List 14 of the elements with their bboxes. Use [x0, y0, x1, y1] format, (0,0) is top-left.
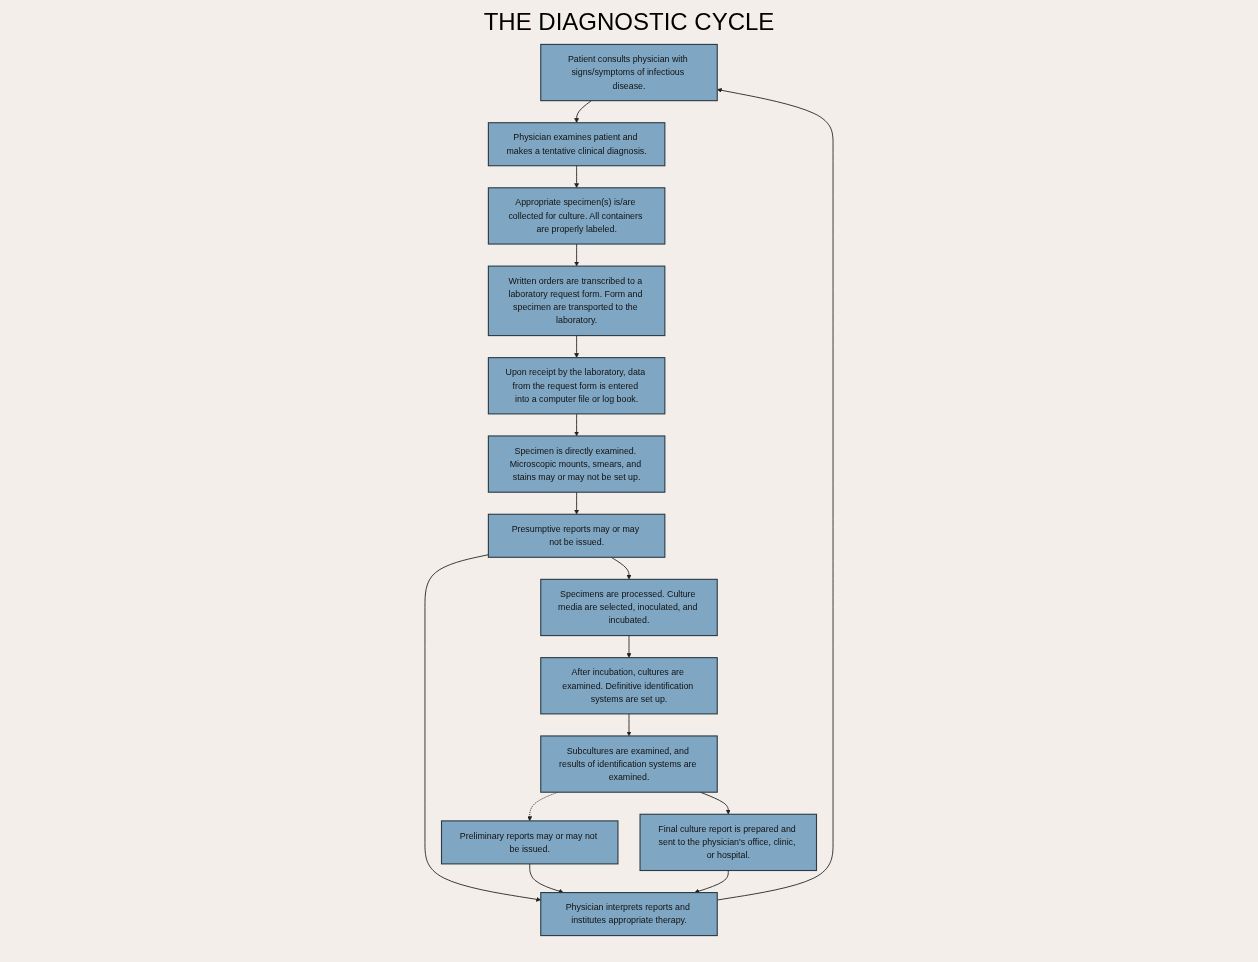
node-box: Specimens are processed. Culture media are selected, inoculated, and incubated.: [540, 578, 718, 637]
node-box: Presumptive reports may or may not be issued.: [487, 513, 666, 558]
node-box: Physician examines patient and makes a tentative clinical diagnosis.: [487, 122, 666, 167]
node-box: Specimen is directly examined. Microscopic mounts, smears, and stains may or may not be set up.: [487, 435, 666, 493]
node-box: Final culture report is prepared and sent to the physician's office, clinic, or hospital.: [639, 813, 818, 872]
node-box: Written orders are transcribed to a laboratory request form. Form and specimen are transported to the laboratory.: [487, 265, 666, 337]
diagram-title: THE DIAGNOSTIC CYCLE: [482, 8, 776, 36]
node-box: Patient consults physician with signs/symptoms of infectious disease.: [540, 43, 718, 102]
node-box: Upon receipt by the laboratory, data from the request form is entered into a computer file or log book.: [487, 357, 666, 415]
node-box: Preliminary reports may or may not be issued.: [440, 820, 619, 865]
node-box: After incubation, cultures are examined. Definitive identification systems are set up.: [540, 657, 718, 715]
node-box: Appropriate specimen(s) is/are collected for culture. All containers are properly labeled.: [487, 187, 666, 245]
node-box: Subcultures are examined, and results of identification systems are examined.: [540, 735, 718, 793]
node-box: Physician interprets reports and institutes appropriate therapy.: [540, 892, 718, 937]
